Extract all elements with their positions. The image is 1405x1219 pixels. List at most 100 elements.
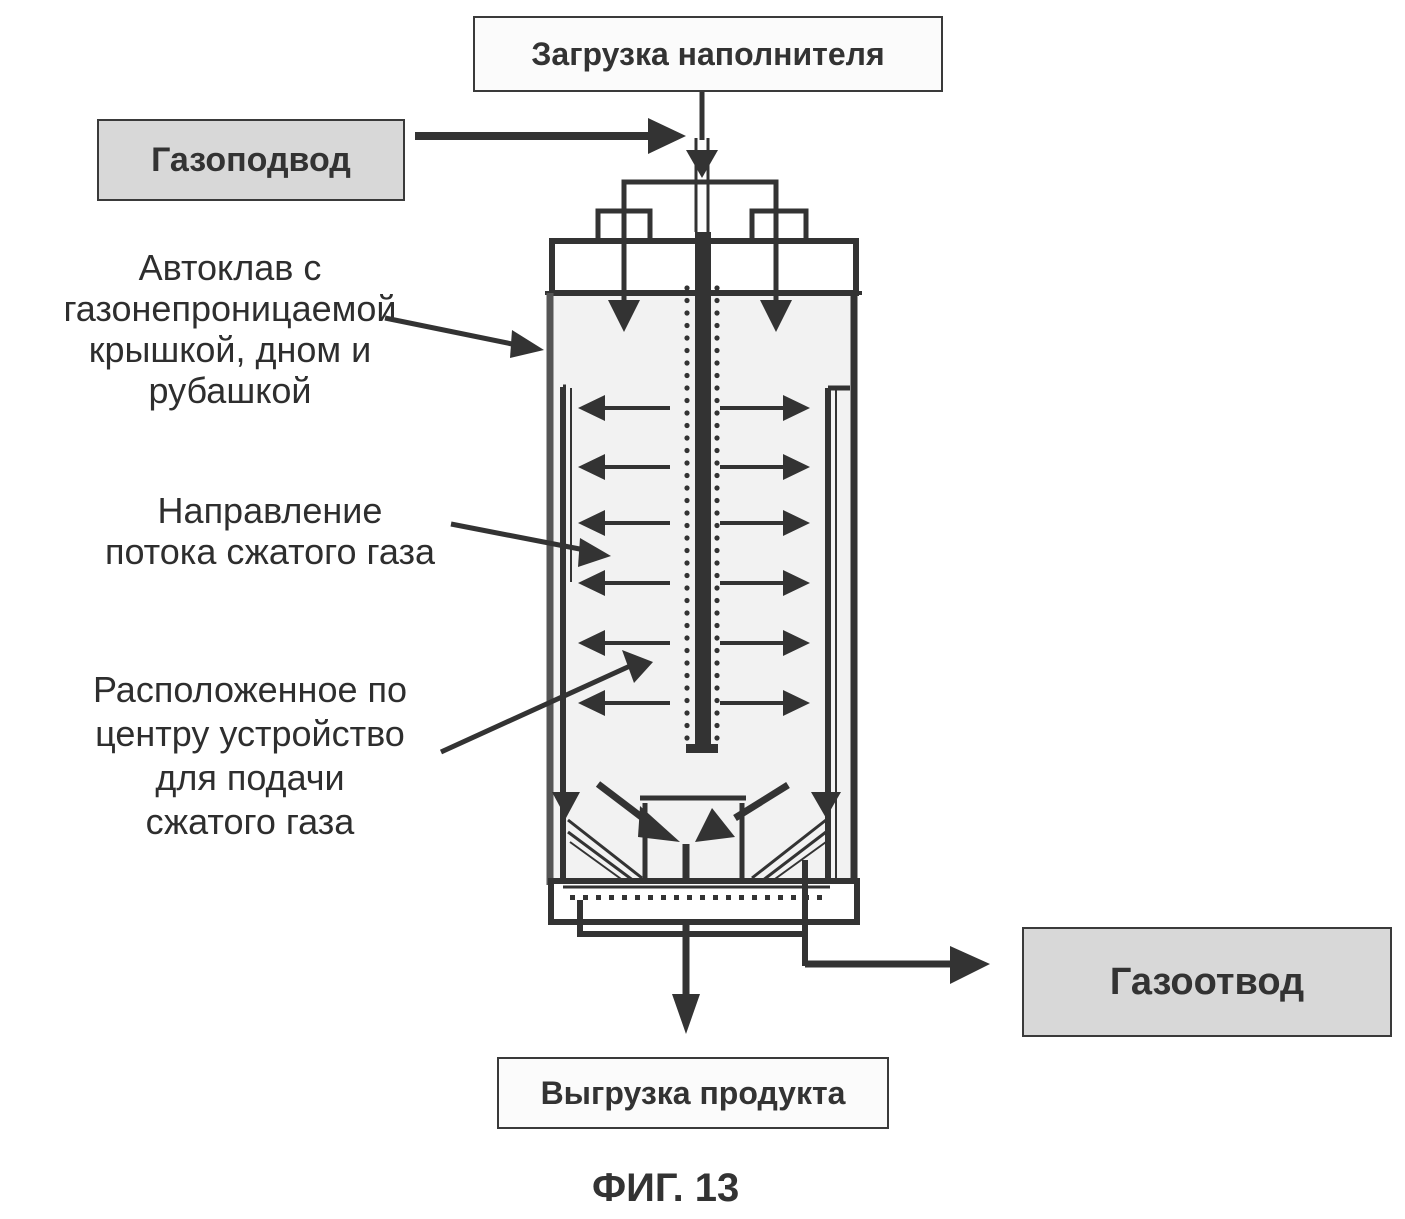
perforation-dot (684, 660, 690, 666)
perforation-dot (684, 310, 690, 316)
product-unloading-box: Выгрузка продукта (497, 1057, 889, 1129)
flow-arrowhead-left (578, 630, 605, 656)
bottom-perforation-dot (596, 895, 601, 900)
perforation-dot (714, 422, 720, 429)
perforation-dot (684, 460, 690, 466)
flow-arrow-pair (578, 510, 810, 536)
inlet-down-arrow-left (608, 300, 640, 332)
perforation-dot (714, 597, 720, 604)
perforation-dot (684, 472, 690, 479)
perforation-dot (684, 572, 690, 579)
perforation-dot (684, 297, 690, 304)
perforation-dot (684, 497, 690, 504)
bottom-perforation-dot (570, 895, 575, 900)
perforation-dot (714, 410, 720, 416)
perforation-dot (684, 672, 690, 679)
central-device-callout-line: для подачи (155, 757, 345, 798)
flow-direction-leader-arrowhead (578, 538, 611, 567)
bottom-perforation-dot (583, 895, 588, 900)
autoclave-callout-line: Автоклав с (138, 247, 322, 288)
perforation-dot (714, 610, 720, 616)
gas-inlet-arrowhead (648, 118, 686, 154)
central-device-leader-line (439, 663, 632, 755)
bottom-perforation-dot (661, 895, 666, 900)
top-gas-distribution-pipe (595, 179, 809, 300)
flow-arrow-pair (578, 630, 810, 656)
central-device-callout-line: центру устройство (95, 713, 405, 754)
perforation-dot (714, 722, 720, 729)
flow-arrowhead-right (783, 510, 810, 536)
product-unloading-label: Выгрузка продукта (540, 1074, 846, 1111)
bottom-perforation-dot (635, 895, 640, 900)
product-outlet-arrowhead (672, 994, 700, 1034)
perforation-dot (684, 510, 690, 516)
feed-funnel-icon (686, 150, 718, 178)
perforation-dot (714, 510, 720, 516)
perforation-dot (714, 285, 720, 291)
perforation-dot (684, 322, 690, 329)
perforation-dot (714, 497, 720, 504)
perforation-dot (684, 597, 690, 604)
perforation-dot (684, 647, 690, 654)
gas-outlet-box: Газоотвод (1022, 927, 1392, 1037)
perforation-dot (714, 447, 720, 454)
bottom-perforation-dot (726, 895, 731, 900)
central-gas-pipe (695, 232, 711, 744)
flow-direction-callout-line: потока сжатого газа (104, 531, 436, 572)
flow-arrowhead-right (783, 454, 810, 480)
perforation-dot (714, 435, 720, 441)
perforation-dot (684, 485, 690, 491)
perforation-dot (714, 685, 720, 691)
gas-inlet-box: Газоподвод (97, 119, 405, 201)
jacket-down-arrow-right (811, 792, 841, 818)
jacket-down-arrow-left (552, 792, 580, 818)
perforation-dot (684, 347, 690, 354)
flow-direction-leader-line (450, 521, 591, 554)
gas-outlet-label: Газоотвод (1109, 960, 1305, 1003)
flow-arrowhead-left (578, 510, 605, 536)
central-device-leader-arrowhead (622, 650, 653, 683)
perforation-dot (684, 447, 690, 454)
flow-arrowhead-right (783, 395, 810, 421)
bottom-perforation-dot (778, 895, 783, 900)
central-pipe-foot (686, 744, 718, 753)
converge-arrow-left (638, 806, 680, 842)
perforation-dot (714, 535, 720, 541)
flow-direction-callout-line: Направление (157, 490, 383, 531)
flow-arrowhead-left (578, 395, 605, 421)
perforation-dot (684, 585, 690, 591)
flow-arrowhead-left (578, 454, 605, 480)
perforation-dot (714, 322, 720, 329)
flow-arrow-pair (578, 454, 810, 480)
perforation-dot (684, 547, 690, 554)
perforation-dot (684, 722, 690, 729)
perforation-dots (684, 285, 720, 741)
bottom-perforation-dot (791, 895, 796, 900)
perforation-dot (684, 385, 690, 391)
perforation-dot (714, 297, 720, 304)
perforation-dot (684, 397, 690, 404)
perforation-dot (714, 647, 720, 654)
perforation-dot (684, 560, 690, 566)
bottom-perforation-dot (817, 895, 822, 900)
perforation-dot (714, 622, 720, 629)
filler-loading-label: Загрузка наполнителя (531, 35, 885, 72)
perforation-dot (684, 410, 690, 416)
bottom-perforation-dot (609, 895, 614, 900)
filler-loading-box: Загрузка наполнителя (473, 16, 943, 92)
perforation-dot (684, 422, 690, 429)
perforation-dot (714, 472, 720, 479)
perforation-dot (714, 660, 720, 666)
perforation-dot (714, 372, 720, 379)
bottom-perforation-dot (622, 895, 627, 900)
flow-arrow-pair (578, 570, 810, 596)
bottom-perforation-dot (687, 895, 692, 900)
bottom-perforation-dot (713, 895, 718, 900)
flow-arrowhead-left (578, 690, 605, 716)
perforation-dot (684, 535, 690, 541)
perforation-dot (684, 285, 690, 291)
perforation-dot (684, 435, 690, 441)
perforation-dot (714, 672, 720, 679)
perforation-dot (714, 385, 720, 391)
